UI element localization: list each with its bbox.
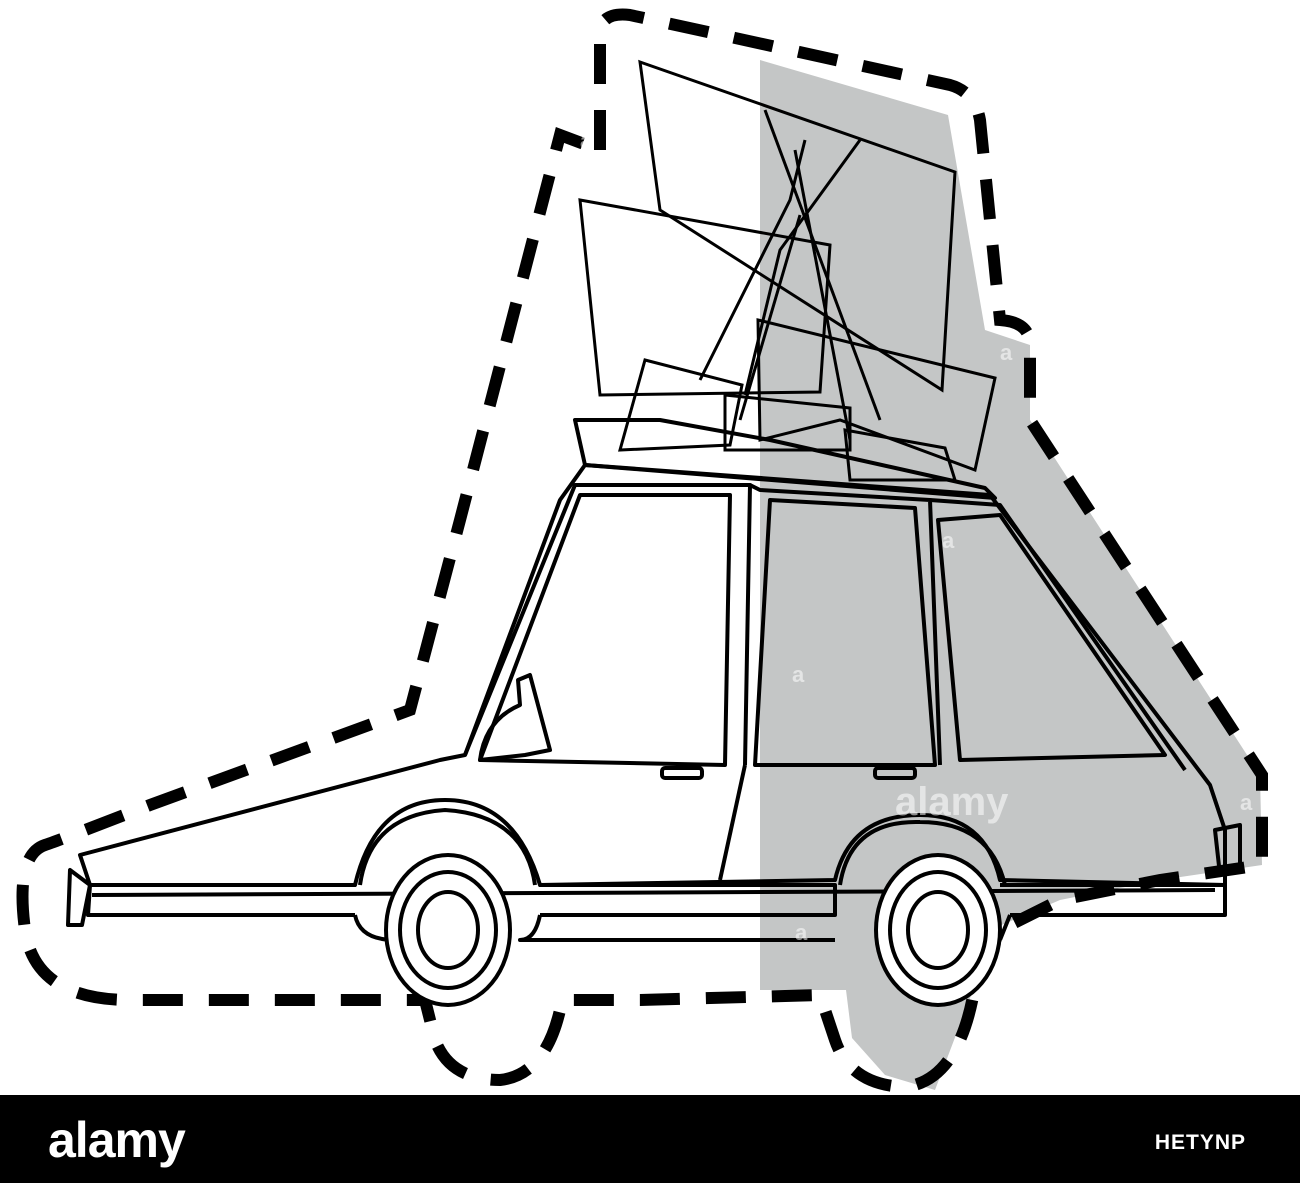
front-wheel <box>384 853 512 1007</box>
rocker-panel-back <box>1000 883 1227 917</box>
watermark-mark: a <box>65 790 78 815</box>
watermark-mark: a <box>1240 790 1253 815</box>
luggage-strap-5 <box>738 214 802 421</box>
watermark-mark: a <box>795 920 808 945</box>
rear-wheel <box>874 853 1002 1007</box>
watermark-brand: alamy <box>895 780 1009 824</box>
b-pillar <box>749 483 942 766</box>
side-trim <box>66 868 92 927</box>
dashed-cut-outline <box>16 8 1268 1094</box>
watermark: alamy a a a a a a a a <box>65 128 1253 950</box>
footer-brand-logo: alamy <box>48 1112 186 1168</box>
side-mirror <box>478 673 552 762</box>
car-outline <box>78 463 1227 887</box>
watermark-mark: a <box>792 662 805 687</box>
footer-bar: alamy HETYNP <box>0 1095 1300 1183</box>
luggage-strap-1 <box>698 139 807 381</box>
door-seam <box>718 764 747 881</box>
watermark-mark: a <box>942 528 955 553</box>
luggage-strap-4 <box>763 109 882 421</box>
body-crease <box>91 888 1216 897</box>
luggage-strap-3 <box>793 149 852 441</box>
watermark-mark: a <box>1000 340 1013 365</box>
rocker-panel-rear <box>540 883 837 917</box>
footer-image-id: HETYNP <box>1154 1131 1246 1154</box>
rear-window <box>936 513 1167 762</box>
rocker-panel <box>86 883 355 917</box>
door-handle-rear <box>873 766 917 780</box>
luggage-box-middle <box>578 198 832 397</box>
luggage-box-top <box>638 59 957 393</box>
luggage-strap-2 <box>743 139 862 396</box>
middle-window <box>753 498 937 767</box>
watermark-mark: a <box>580 128 593 153</box>
front-wheel-arch <box>358 808 537 886</box>
door-handle-front <box>660 766 704 780</box>
luggage-box-right <box>756 318 997 473</box>
tail-light <box>1213 823 1242 877</box>
car-body <box>66 418 1242 942</box>
rear-wheel-arch <box>838 819 1007 886</box>
a-pillar <box>463 483 752 766</box>
shadow-panel <box>760 60 1262 1090</box>
c-pillar <box>929 498 1187 772</box>
front-window <box>478 493 732 767</box>
watermark-mark: a <box>190 925 203 950</box>
sticker-illustration: alamy a a a a a a a a <box>16 8 1268 1094</box>
